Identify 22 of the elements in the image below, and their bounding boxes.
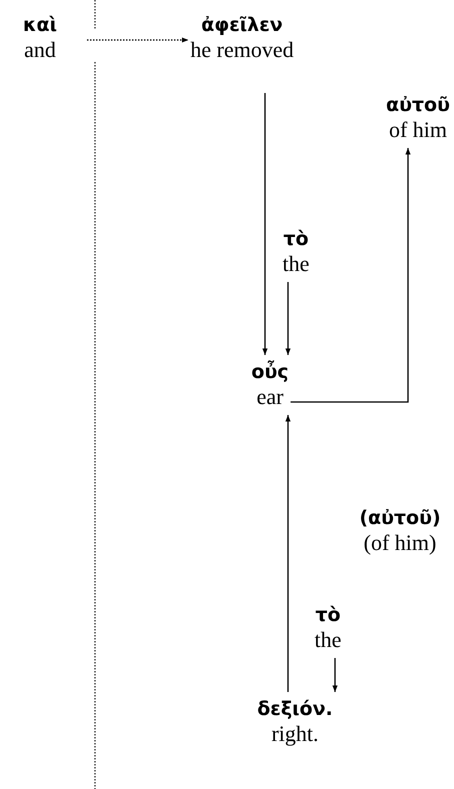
- greek-word: ἀφεῖλεν: [200, 13, 284, 37]
- greek-word: τὸ: [282, 227, 310, 251]
- greek-word: (αὐτοῦ): [359, 506, 441, 530]
- arrow: [332, 658, 338, 692]
- arrow: [290, 148, 411, 403]
- arrow: [285, 282, 291, 355]
- greek-word: δεξιόν.: [257, 697, 333, 721]
- greek-word: τὸ: [314, 603, 342, 627]
- english-gloss: the: [282, 251, 310, 277]
- arrow: [262, 93, 268, 355]
- greek-word: οὖς: [251, 360, 289, 384]
- arrow: [86, 37, 188, 43]
- english-gloss: the: [314, 627, 342, 653]
- english-gloss: right.: [270, 721, 320, 747]
- english-gloss: he removed: [190, 37, 294, 63]
- english-gloss: and: [23, 37, 57, 63]
- greek-word: καὶ: [23, 13, 57, 37]
- english-gloss: of him: [388, 117, 448, 143]
- arrow: [285, 415, 291, 692]
- english-gloss: ear: [256, 384, 284, 410]
- english-gloss: (of him): [362, 530, 438, 556]
- greek-word: αὐτοῦ: [386, 93, 450, 117]
